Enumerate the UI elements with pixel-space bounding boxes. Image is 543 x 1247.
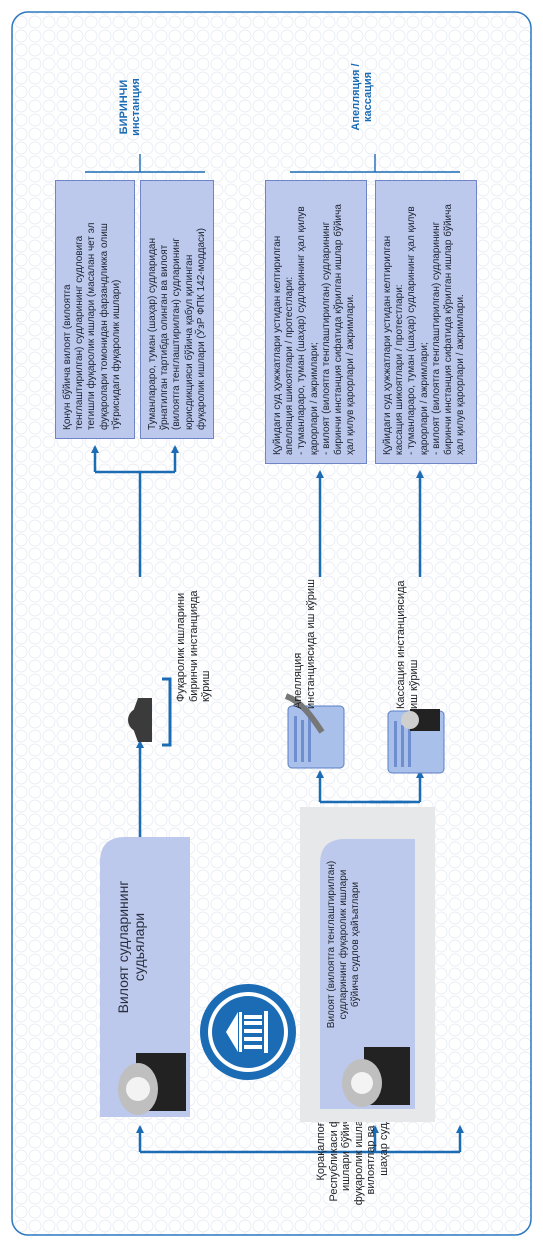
first-box2-text: Туманлараро, туман (шаҳар) судларидан ўр…: [147, 228, 207, 430]
appeal-action: Апелляция инстанциясида иш кўриш: [292, 579, 317, 709]
judges-label: Вилоят судларининг судьялари: [115, 880, 147, 1014]
appeal-box: Қуйидаги суд ҳужжатлари устидан келтирил…: [265, 180, 367, 464]
first-instance-bracket-icon: [162, 677, 172, 747]
cassation-box-text: Қуйидаги суд ҳужжатлари устидан келтирил…: [382, 204, 467, 455]
panel-card-svg: [320, 839, 415, 1109]
first-instance-judge-icon: [128, 698, 152, 742]
cassation-box: Қуйидаги суд ҳужжатлари устидан келтирил…: [375, 180, 477, 464]
first-instance-box-2: Туманлараро, туман (шаҳар) судларидан ўр…: [140, 180, 214, 439]
appeal-heading-line2: кассация: [362, 71, 374, 123]
panel-label: Вилоят (вилоятга тенглаштирилган) судлар…: [326, 860, 361, 1029]
first-instance-heading: БИРИНЧИ инстанция: [118, 62, 142, 152]
first-heading-line2: инстанция: [130, 78, 142, 136]
first-instance-box-1: Қонун бўйича вилоят (вилоятга тенглаштир…: [55, 180, 135, 439]
appeal-box-text: Қуйидаги суд ҳужжатлари устидан келтирил…: [272, 204, 357, 455]
cassation-action: Кассация инстанциясида иш кўриш: [395, 580, 420, 709]
judges-card-bg: [100, 837, 190, 1117]
appeal-heading-line1: Апелляция /: [350, 63, 362, 131]
first-heading-line1: БИРИНЧИ: [118, 79, 130, 135]
panel-judge-icon: [342, 1047, 410, 1107]
appeal-brace: [290, 154, 460, 173]
judges-card-svg: [100, 837, 190, 1117]
cassation-scroll-icon: [387, 709, 445, 774]
appeal-scroll-icon: [284, 693, 345, 769]
judge-portrait-icon: [118, 1053, 186, 1115]
first-brace: [85, 154, 205, 173]
first-box1-text: Қонун бўйича вилоят (вилоятга тенглаштир…: [62, 222, 122, 431]
first-instance-action: Фуқаролик ишларини биринчи инстанцияда к…: [175, 590, 212, 702]
court-logo-icon: [200, 984, 296, 1080]
appeal-heading: Апелляция / кассация: [350, 42, 374, 152]
